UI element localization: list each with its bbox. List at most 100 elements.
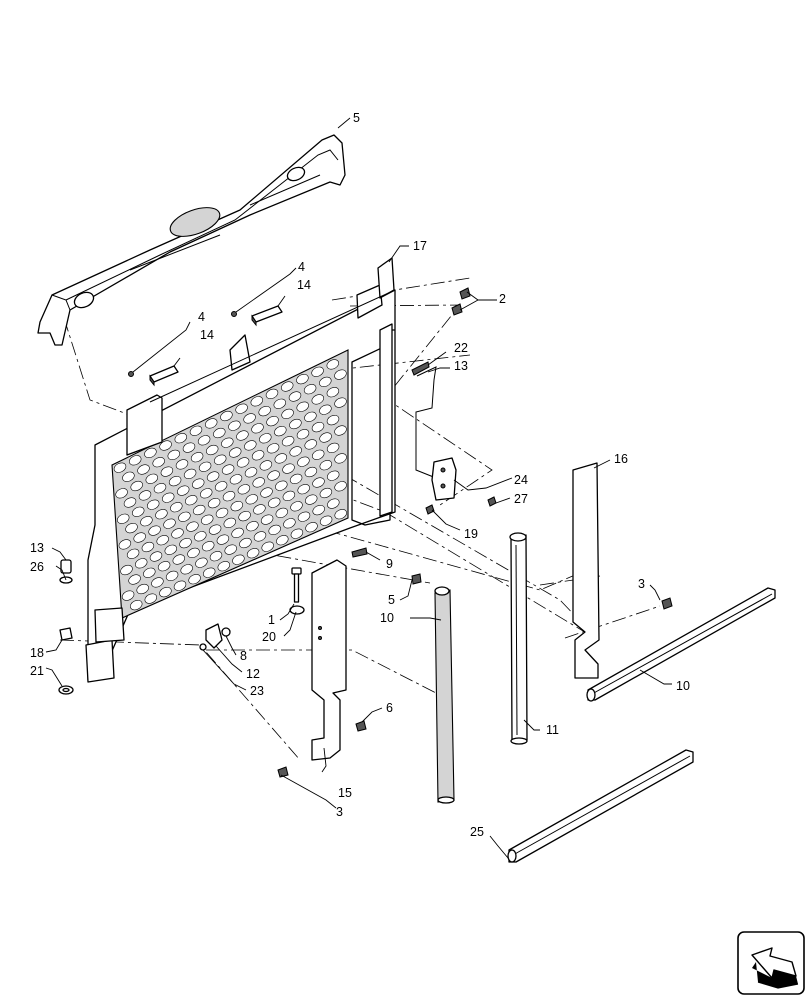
mesh-hole <box>246 548 260 559</box>
mesh-hole <box>236 457 250 468</box>
callout-22[interactable]: 22 <box>454 341 468 355</box>
mesh-hole <box>201 514 214 525</box>
side-bracket-part-15 <box>311 559 347 761</box>
mesh-hole <box>266 443 280 454</box>
mesh-hole <box>183 468 197 479</box>
mesh-hole <box>282 490 296 501</box>
mesh-hole <box>281 381 294 392</box>
callout-16[interactable]: 16 <box>614 452 628 466</box>
callout-9[interactable]: 10 <box>676 679 690 693</box>
callout-23[interactable]: 23 <box>250 684 264 698</box>
mesh-hole <box>185 495 198 506</box>
mesh-hole <box>165 570 179 581</box>
mesh-hole <box>215 507 229 518</box>
mesh-hole <box>312 449 325 460</box>
callout-2[interactable]: 2 <box>499 292 506 306</box>
mesh-hole <box>140 516 153 527</box>
mesh-hole <box>141 541 155 553</box>
mesh-hole <box>275 480 288 491</box>
callout-24[interactable]: 24 <box>514 473 528 487</box>
callout-21[interactable]: 21 <box>30 664 44 678</box>
mesh-hole <box>244 440 257 451</box>
mesh-hole <box>334 481 347 492</box>
callout-12[interactable]: 12 <box>246 667 260 681</box>
callout-20[interactable]: 20 <box>262 630 276 644</box>
callout-15[interactable]: 15 <box>338 786 352 800</box>
mesh-hole <box>319 404 332 415</box>
mesh-hole <box>207 498 221 509</box>
mesh-hole <box>326 387 340 398</box>
mesh-hole <box>260 487 273 498</box>
mesh-hole <box>121 590 135 601</box>
callout-19[interactable]: 19 <box>464 527 478 541</box>
mesh-hole <box>281 436 295 447</box>
mesh-hole <box>208 524 222 535</box>
callout-3-bottom[interactable]: 3 <box>336 805 343 819</box>
mesh-hole <box>311 366 324 377</box>
callout-13[interactable]: 13 <box>454 359 468 373</box>
mesh-hole <box>236 430 249 441</box>
mesh-hole <box>290 501 303 512</box>
mesh-hole <box>334 509 347 520</box>
mesh-hole <box>289 446 302 457</box>
callout-26[interactable]: 26 <box>30 560 44 574</box>
callout-17[interactable]: 17 <box>413 239 427 253</box>
mesh-hole <box>143 567 156 578</box>
callout-5-lower[interactable]: 6 <box>386 701 393 715</box>
seal-part-10-left <box>434 586 455 804</box>
previous-page-arrow-icon[interactable] <box>737 931 805 995</box>
callout-labels: 5 17 4 14 2 4 14 22 13 16 24 27 19 13 26… <box>30 111 690 839</box>
mesh-hole <box>159 440 172 451</box>
mesh-hole <box>319 432 332 443</box>
callout-25[interactable]: 25 <box>470 825 484 839</box>
mesh-hole <box>312 505 325 516</box>
mesh-hole <box>138 490 152 501</box>
callout-4-lower[interactable]: 4 <box>198 310 205 324</box>
callout-11[interactable]: 13 <box>30 541 44 555</box>
mesh-hole <box>276 535 289 546</box>
mesh-hole <box>123 497 137 508</box>
leader-lines <box>45 117 672 859</box>
seal-part-25 <box>507 749 694 863</box>
mesh-hole <box>145 473 158 484</box>
bolt-part-1 <box>291 567 302 603</box>
mesh-hole <box>304 411 317 422</box>
mesh-hole <box>244 467 258 478</box>
mesh-hole <box>282 463 295 474</box>
mesh-hole <box>327 470 340 481</box>
clip-part-14-lower <box>149 365 179 387</box>
callout-4-upper[interactable]: 4 <box>298 260 305 274</box>
mesh-hole <box>296 401 309 412</box>
mesh-hole <box>305 494 318 505</box>
callout-1[interactable]: 1 <box>268 613 275 627</box>
mesh-holes <box>113 359 347 611</box>
mesh-hole <box>122 471 135 482</box>
mesh-hole <box>296 429 310 440</box>
callout-8[interactable]: 5 <box>353 111 360 125</box>
left-fasteners <box>58 559 74 695</box>
callout-10-left[interactable]: 10 <box>380 611 394 625</box>
mesh-hole <box>147 499 160 510</box>
mesh-hole <box>228 420 241 431</box>
mesh-hole <box>173 580 187 591</box>
callout-14-lower[interactable]: 14 <box>200 328 214 342</box>
mesh-hole <box>326 415 340 426</box>
mesh-hole <box>243 413 256 424</box>
callout-27[interactable]: 27 <box>514 492 528 506</box>
mesh-hole <box>128 574 141 585</box>
callout-14-upper[interactable]: 14 <box>297 278 311 292</box>
mesh-hole <box>193 504 206 516</box>
callout-3-right[interactable]: 3 <box>638 577 645 591</box>
callout-7[interactable]: 9 <box>386 557 393 571</box>
mesh-hole <box>214 454 227 465</box>
mesh-hole <box>136 583 149 595</box>
mesh-hole <box>334 369 347 380</box>
callout-18[interactable]: 18 <box>30 646 44 660</box>
callout-10-right[interactable]: 11 <box>546 723 559 737</box>
callout-5-upper[interactable]: 5 <box>388 593 395 607</box>
mesh-hole <box>303 384 317 395</box>
callout-6[interactable]: 8 <box>240 649 247 663</box>
mesh-hole <box>250 396 263 407</box>
mesh-hole <box>268 497 281 508</box>
mesh-hole <box>198 461 212 472</box>
